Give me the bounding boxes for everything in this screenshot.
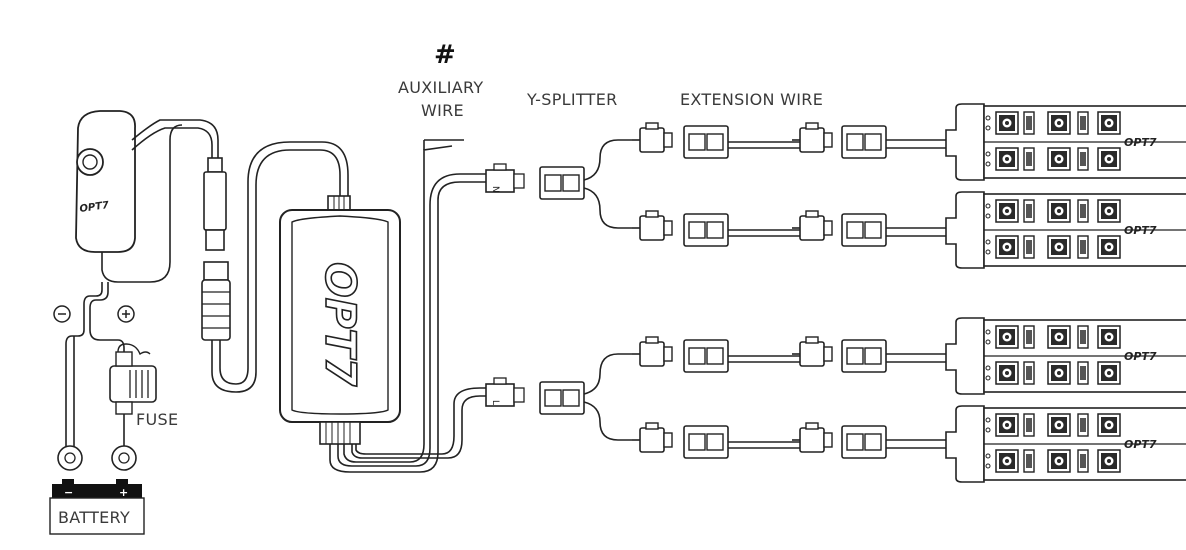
- controller-box: OPT7: [279, 195, 401, 445]
- led-strip-2: OPT7: [945, 191, 1186, 269]
- connector-mark-lower: L: [490, 400, 500, 405]
- led-strip-1: OPT7: [945, 103, 1186, 181]
- remote-logo: OPT7: [79, 200, 110, 215]
- strip-logo: OPT7: [1124, 224, 1157, 237]
- battery-icon: [52, 484, 142, 498]
- strip-logo: OPT7: [1124, 438, 1157, 451]
- y-splitter-label: Y-SPLITTER: [527, 90, 618, 109]
- led-strip-4: OPT7: [945, 405, 1186, 483]
- auxiliary-wire-label-line1: AUXILIARY: [398, 78, 484, 97]
- y-splitter-lower: [539, 353, 632, 441]
- controller-connector-lower: L: [485, 377, 525, 407]
- dc-jack-top: [203, 157, 227, 251]
- remote-switch: OPT7: [75, 110, 136, 253]
- fuse-holder: [109, 365, 157, 403]
- connector-mark-upper: N: [490, 186, 500, 193]
- extension-row-3: [631, 336, 946, 373]
- dc-plug-bottom: [201, 261, 231, 341]
- battery-label: BATTERY: [58, 508, 131, 527]
- svg-text:+: +: [119, 486, 128, 499]
- extension-row-2: [631, 210, 946, 247]
- extension-row-4: [631, 422, 946, 459]
- controller-connector-upper: N: [485, 163, 525, 193]
- y-splitter-upper: [539, 139, 632, 229]
- strip-logo: OPT7: [1124, 350, 1157, 363]
- strip-logo: OPT7: [1124, 136, 1157, 149]
- controller-logo: OPT7: [316, 262, 365, 387]
- extension-wire-label: EXTENSION WIRE: [680, 90, 824, 109]
- svg-text:−: −: [64, 486, 73, 499]
- fuse-label: FUSE: [136, 410, 179, 429]
- led-strip-3: OPT7: [945, 317, 1186, 395]
- auxiliary-hash-symbol: #: [434, 40, 456, 70]
- extension-row-1: [631, 122, 946, 159]
- battery-harness: − +: [49, 282, 157, 535]
- auxiliary-wire-label-line2: WIRE: [421, 101, 464, 120]
